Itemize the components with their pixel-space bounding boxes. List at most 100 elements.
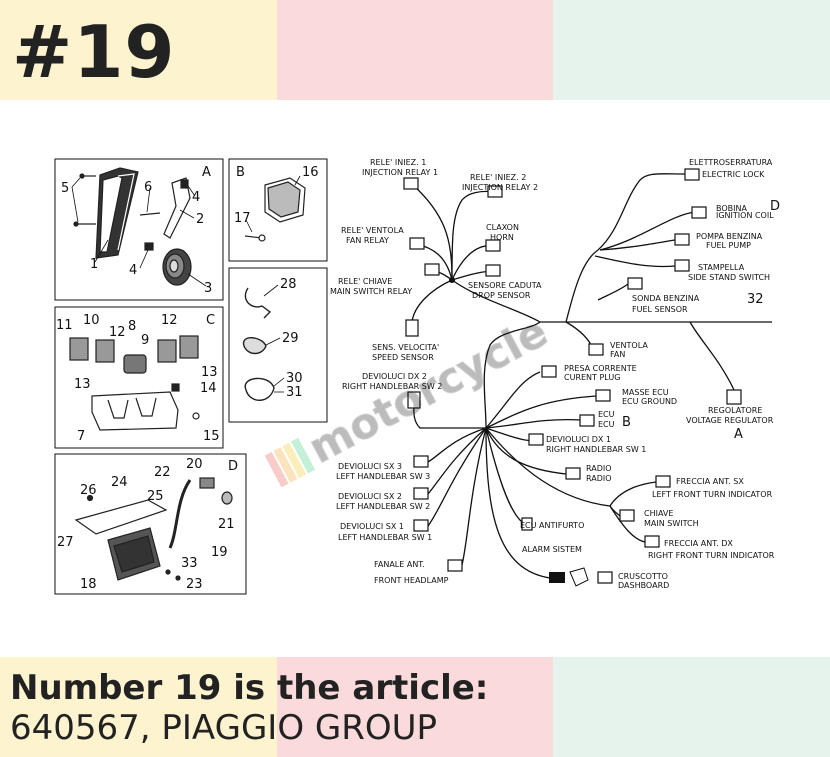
page-title: #19 [12, 10, 176, 94]
label-fan-relay: FAN RELAY [346, 236, 389, 245]
label-devioluci-dx2: DEVIOLUCI DX 2 [362, 372, 427, 381]
part-num-30: 30 [286, 371, 303, 386]
label-devioluci-dx1: DEVIOLUCI DX 1 [546, 435, 611, 444]
footer-band-pink [277, 657, 553, 757]
label-devioluci-sx2: DEVIOLUCI SX 2 [338, 492, 402, 501]
label-masse-ecu: MASSE ECU [622, 388, 669, 397]
label-left-front-turn-indicator: LEFT FRONT TURN INDICATOR [652, 490, 773, 499]
label-elettroserratura: ELETTROSERRATURA [689, 158, 773, 167]
label-curent-plug: CURENT PLUG [564, 373, 620, 382]
part-num-12a: 12 [109, 325, 126, 340]
header-band-mint [553, 0, 830, 100]
part-num-8: 8 [128, 319, 136, 334]
part-num-15: 15 [203, 429, 220, 444]
label-side-stand-switch: SIDE STAND SWITCH [688, 273, 770, 282]
part-num-25: 25 [147, 489, 164, 504]
part-num-27: 27 [57, 535, 74, 550]
label-left-handlebar-sw1: LEFT HANDLEBAR SW 1 [338, 533, 432, 542]
label-ventola: VENTOLA [610, 341, 648, 350]
part-num-28: 28 [280, 277, 297, 292]
label-main-switch-relay: MAIN SWITCH RELAY [330, 287, 412, 296]
label-pompa-benzina: POMPA BENZINA [696, 232, 763, 241]
label-sens-velocita: SENS. VELOCITA' [372, 343, 439, 352]
part-num-31: 31 [286, 385, 303, 400]
label-left-handlebar-sw3: LEFT HANDLEBAR SW 3 [336, 472, 430, 481]
footer-band-yellow [0, 657, 277, 757]
harness-connectors [403, 168, 742, 584]
label-electric-lock: ELECTRIC LOCK [702, 170, 765, 179]
part-num-5: 5 [61, 181, 69, 196]
part-num-3: 3 [204, 281, 212, 296]
label-main-switch: MAIN SWITCH [644, 519, 699, 528]
part-num-9: 9 [141, 333, 149, 348]
label-front-headlamp: FRONT HEADLAMP [374, 576, 449, 585]
article-heading: Number 19 is the article: [10, 668, 489, 708]
part-num-20: 20 [186, 457, 203, 472]
part-num-22: 22 [154, 465, 171, 480]
part-num-19: 19 [211, 545, 228, 560]
label-presa-corrente: PRESA CORRENTE [564, 364, 637, 373]
label-injection-relay-2: INJECTION RELAY 2 [462, 183, 538, 192]
wiring-harness [411, 173, 772, 579]
label-devioluci-sx3: DEVIOLUCI SX 3 [338, 462, 402, 471]
label-claxon: CLAXON [486, 223, 519, 232]
ecu-unit-drawing [73, 167, 192, 286]
panel-a-frame [54, 158, 224, 301]
harness-labels: RELE' INIEZ. 1 INJECTION RELAY 1 RELE' I… [330, 158, 780, 590]
label-radio-en: RADIO [586, 474, 612, 483]
label-devioluci-sx1: DEVIOLUCI SX 1 [340, 522, 404, 531]
label-sensore-caduta: SENSORE CADUTA [468, 281, 542, 290]
part-num-4b: 4 [129, 263, 137, 278]
label-radio: RADIO [586, 464, 612, 473]
label-speed-sensor: SPEED SENSOR [372, 353, 434, 362]
label-rele-chiave: RELE' CHIAVE [338, 277, 392, 286]
part-num-14: 14 [200, 381, 217, 396]
panel-a-letter: A [202, 165, 211, 180]
part-num-10: 10 [83, 313, 100, 328]
part-num-12b: 12 [161, 313, 178, 328]
label-drop-sensor: DROP SENSOR [472, 291, 531, 300]
label-ecu: ECU [598, 410, 615, 419]
part-num-2: 2 [196, 212, 204, 227]
label-cruscotto: CRUSCOTTO [618, 572, 668, 581]
label-dashboard: DASHBOARD [618, 581, 669, 590]
label-rele-ventola: RELE' VENTOLA [341, 226, 404, 235]
part-num-1: 1 [90, 257, 98, 272]
label-fuel-pump: FUEL PUMP [706, 241, 751, 250]
label-bobina-ref: D [770, 199, 780, 214]
relay-bracket-drawing [69, 335, 200, 431]
article-number: 640567, PIAGGIO GROUP [10, 708, 438, 748]
panel-b-letter: B [236, 165, 245, 180]
harness-hub-top [449, 277, 455, 283]
label-ecu-en: ECU [598, 420, 615, 429]
label-rele-iniez-1: RELE' INIEZ. 1 [370, 158, 426, 167]
label-stampella: STAMPELLA [698, 263, 745, 272]
label-freccia-dx: FRECCIA ANT. DX [664, 539, 733, 548]
label-fanale-ant: FANALE ANT. [374, 560, 425, 569]
panel-b-frame [228, 158, 328, 262]
part-num-16: 16 [302, 165, 319, 180]
label-ecu-antifurto: ECU ANTIFURTO [520, 521, 584, 530]
part-num-17: 17 [234, 211, 251, 226]
dashboard-plug-icon [549, 567, 589, 587]
label-left-handlebar-sw2: LEFT HANDLEBAR SW 2 [336, 502, 430, 511]
panel-d-frame [54, 453, 247, 595]
part-num-21: 21 [218, 517, 235, 532]
part-num-18: 18 [80, 577, 97, 592]
part-num-24: 24 [111, 475, 128, 490]
label-regolatore: REGOLATORE [708, 406, 762, 415]
label-right-handlebar-sw2: RIGHT HANDLEBAR SW 2 [342, 382, 442, 391]
header-band-yellow [0, 0, 277, 100]
label-voltage-regulator: VOLTAGE REGULATOR [686, 416, 774, 425]
panel-c-frame [54, 306, 224, 449]
panel-d-letter: D [228, 459, 238, 474]
label-regolatore-ref: A [734, 427, 743, 442]
label-bobina: BOBINA [716, 204, 747, 213]
clips-drawing [242, 287, 275, 401]
label-injection-relay-1: INJECTION RELAY 1 [362, 168, 438, 177]
label-fuel-sensor: FUEL SENSOR [632, 305, 688, 314]
label-fan: FAN [610, 350, 625, 359]
part-num-7: 7 [77, 429, 85, 444]
part-num-33: 33 [181, 556, 198, 571]
label-horn: HORN [490, 233, 514, 242]
